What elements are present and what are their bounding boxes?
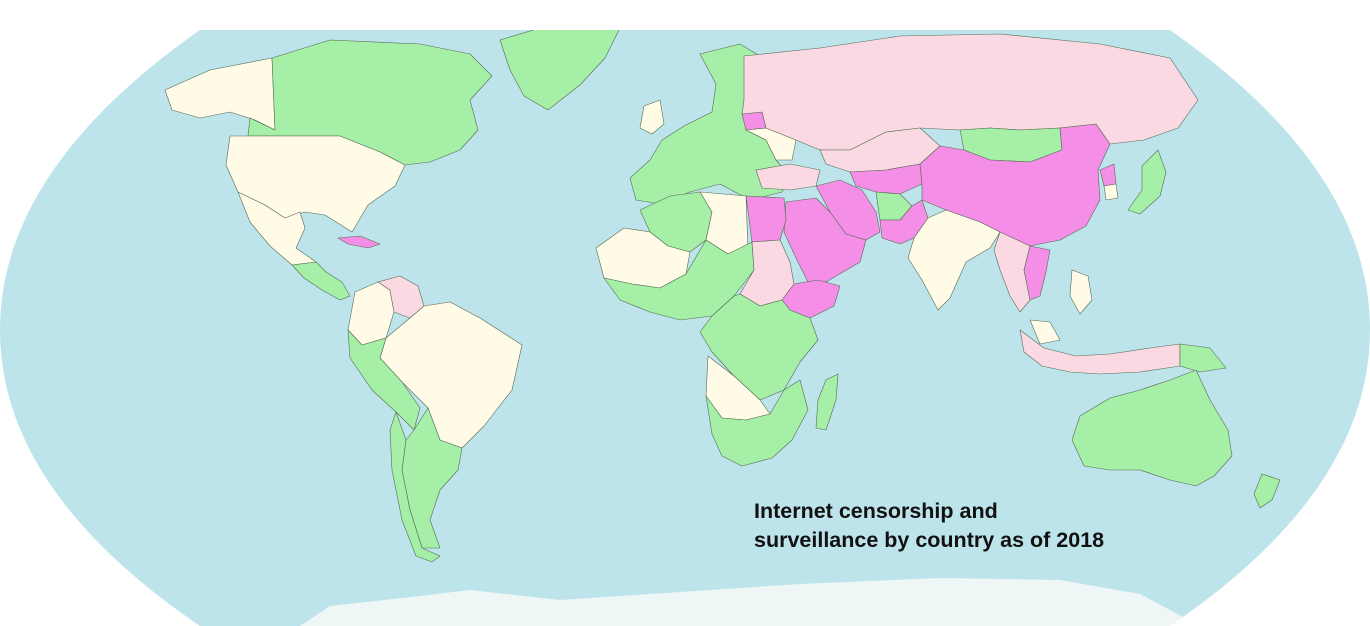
map-title: Internet censorship and surveillance by …	[754, 497, 1104, 555]
antarctica	[300, 578, 1200, 626]
region-chile	[389, 411, 441, 563]
region-cuba	[337, 235, 381, 249]
region-south-korea	[1103, 183, 1119, 201]
region-alaska	[164, 57, 276, 131]
region-mexico	[237, 191, 317, 266]
map-title-line-1: Internet censorship and	[754, 499, 998, 523]
region-vietnam	[1023, 245, 1051, 301]
region-southern-africa	[705, 379, 809, 467]
region-japan	[1127, 149, 1167, 215]
land-layer	[164, 30, 1281, 626]
region-india	[907, 209, 1001, 311]
region-egypt	[745, 195, 787, 243]
region-central-america	[291, 261, 351, 301]
region-australia	[1071, 369, 1233, 487]
region-greenland	[499, 30, 621, 111]
region-papua-new-guinea	[1179, 343, 1227, 373]
region-saudi-arabia	[783, 197, 867, 283]
region-central-africa	[699, 293, 819, 401]
region-canada	[247, 39, 493, 166]
region-malaysia	[1029, 319, 1061, 345]
region-central-asia	[849, 163, 923, 195]
map-title-line-2: surveillance by country as of 2018	[754, 528, 1105, 552]
region-new-zealand	[1253, 473, 1281, 509]
region-peru	[347, 329, 421, 431]
region-philippines	[1069, 269, 1093, 315]
region-madagascar	[815, 373, 839, 431]
region-uk-ireland	[639, 99, 665, 135]
